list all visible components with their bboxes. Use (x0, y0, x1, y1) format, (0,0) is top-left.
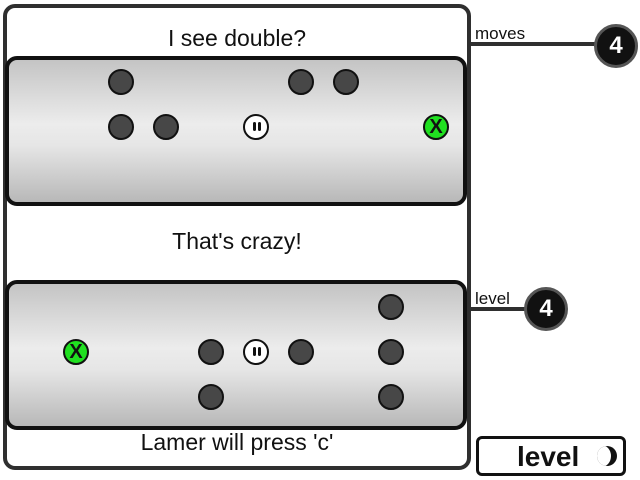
player-face (243, 339, 269, 365)
rock-piece (198, 384, 224, 410)
rock-piece (153, 114, 179, 140)
player-face (243, 114, 269, 140)
goal-marker: X (63, 339, 89, 365)
moon-icon (597, 446, 617, 466)
puzzle2-board[interactable]: X (5, 280, 467, 430)
level-button-label: level (517, 441, 580, 472)
puzzle2-caption: That's crazy! (172, 228, 302, 254)
level-connector (467, 307, 527, 311)
rock-piece (198, 339, 224, 365)
footer-caption: Lamer will press 'c' (140, 429, 334, 455)
rock-piece (378, 339, 404, 365)
level-counter: 4 (524, 287, 568, 331)
rock-piece (378, 384, 404, 410)
level-button[interactable]: level (476, 436, 626, 476)
puzzle1-caption: I see double? (167, 25, 307, 51)
rock-piece (288, 69, 314, 95)
rock-piece (108, 69, 134, 95)
goal-marker: X (423, 114, 449, 140)
moves-label: moves (475, 24, 526, 43)
rock-piece (108, 114, 134, 140)
moves-counter: 4 (594, 24, 638, 68)
level-label: level (475, 289, 510, 308)
puzzle1-board[interactable]: X (5, 56, 467, 206)
rock-piece (288, 339, 314, 365)
rock-piece (333, 69, 359, 95)
rock-piece (378, 294, 404, 320)
moves-connector (467, 42, 597, 46)
